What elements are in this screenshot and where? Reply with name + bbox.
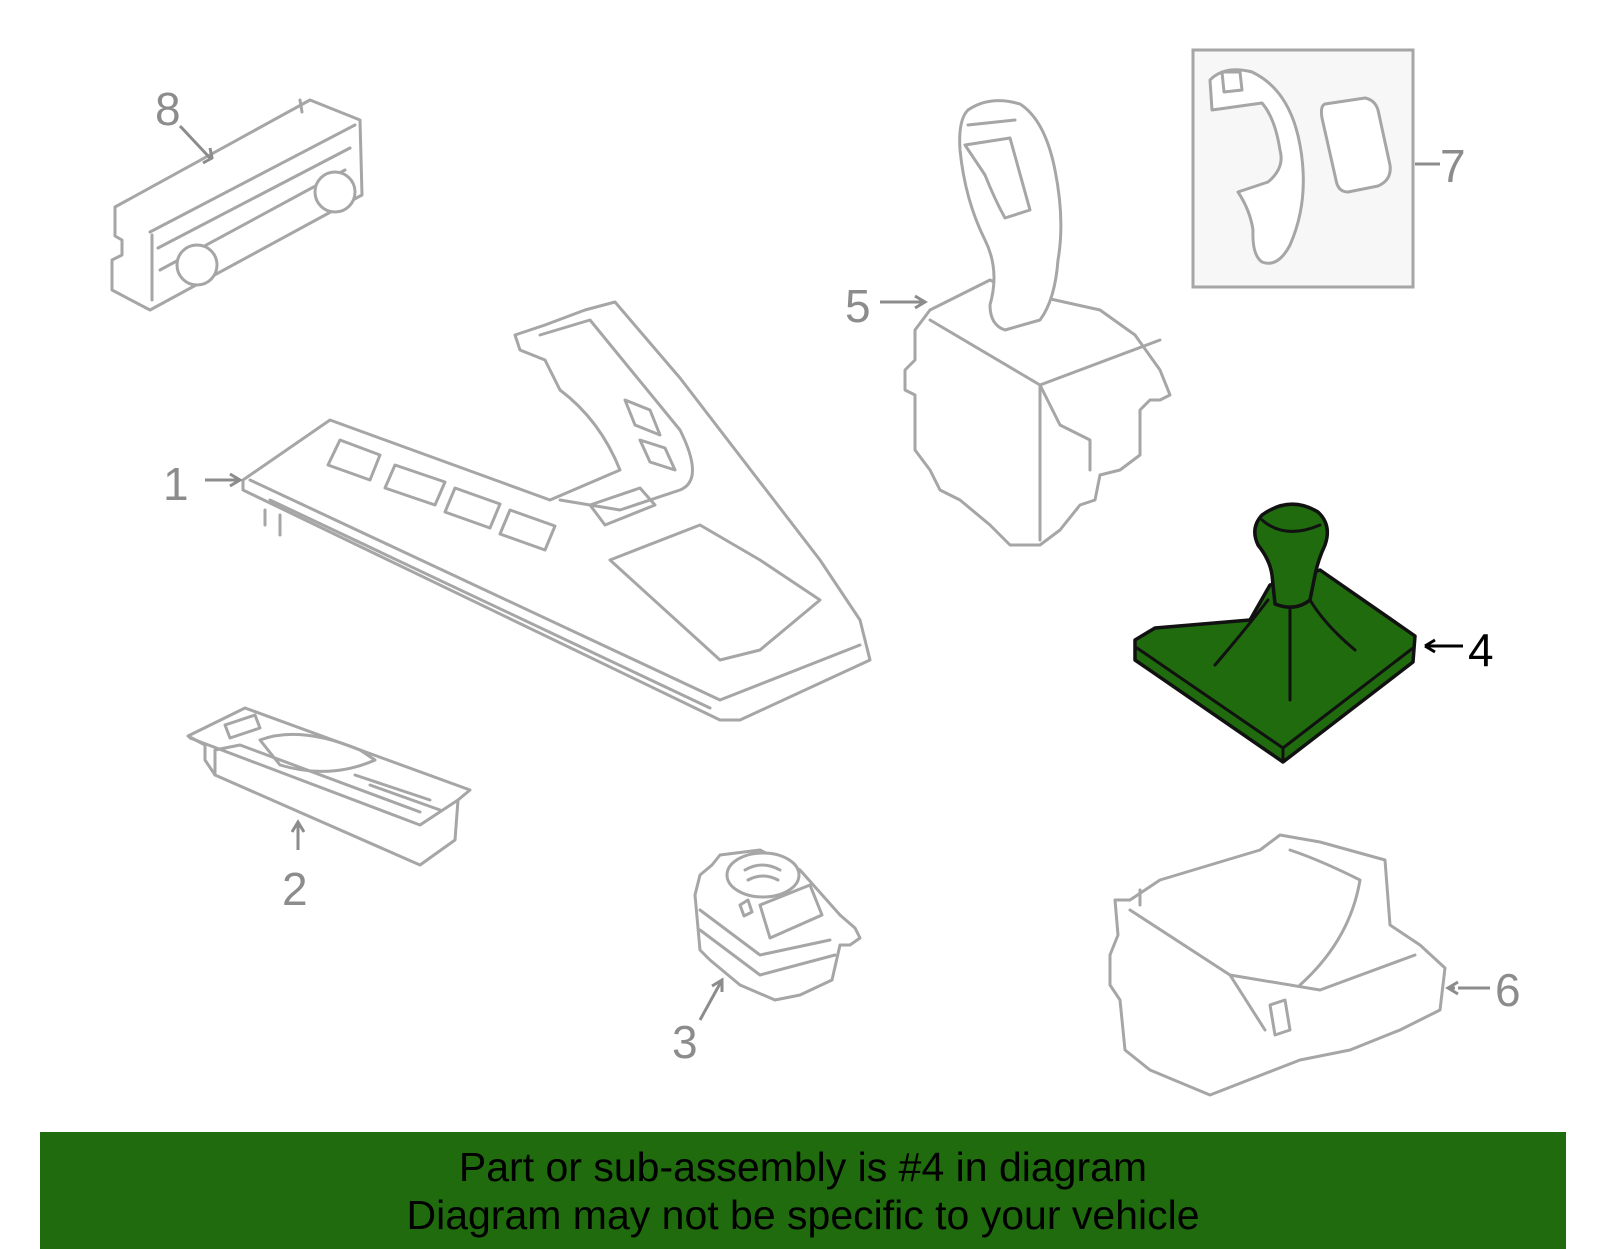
shift-knob-boot[interactable] (1133, 502, 1417, 764)
leader-8 (178, 124, 212, 160)
bracket-housing[interactable] (1108, 833, 1447, 1097)
callout-3: 3 (672, 1016, 698, 1068)
leader-6 (1445, 980, 1490, 996)
selector-trim-covers[interactable] (1191, 48, 1415, 289)
leader-lines (178, 124, 1490, 1021)
parts-diagram: 8 1 2 3 5 7 6 4 (110, 48, 1521, 1097)
callout-8: 8 (155, 83, 181, 135)
gear-selector[interactable] (903, 99, 1172, 547)
leader-3 (698, 977, 724, 1021)
callout-6: 6 (1495, 964, 1521, 1016)
controller-knob[interactable] (693, 848, 862, 1002)
switch-panel[interactable] (186, 706, 472, 867)
callout-2: 2 (282, 863, 308, 915)
callout-7: 7 (1440, 140, 1466, 192)
climate-control-panel[interactable] (110, 98, 364, 312)
leader-5 (880, 294, 928, 310)
banner-line-part: Part or sub-assembly is #4 in diagram (458, 1143, 1148, 1190)
center-console-trim[interactable] (241, 300, 872, 722)
leader-2 (290, 819, 306, 850)
callout-5: 5 (845, 280, 871, 332)
leader-4 (1424, 638, 1463, 654)
leader-8-arrow (202, 147, 214, 165)
callout-4: 4 (1468, 624, 1494, 676)
callout-1: 1 (163, 458, 189, 510)
leader-1 (205, 472, 243, 488)
banner-line-disclaimer: Diagram may not be specific to your vehi… (406, 1191, 1200, 1238)
info-banner: Part or sub-assembly is #4 in diagram Di… (40, 1132, 1566, 1249)
callout-labels: 8 1 2 3 5 7 6 4 (155, 83, 1521, 1068)
